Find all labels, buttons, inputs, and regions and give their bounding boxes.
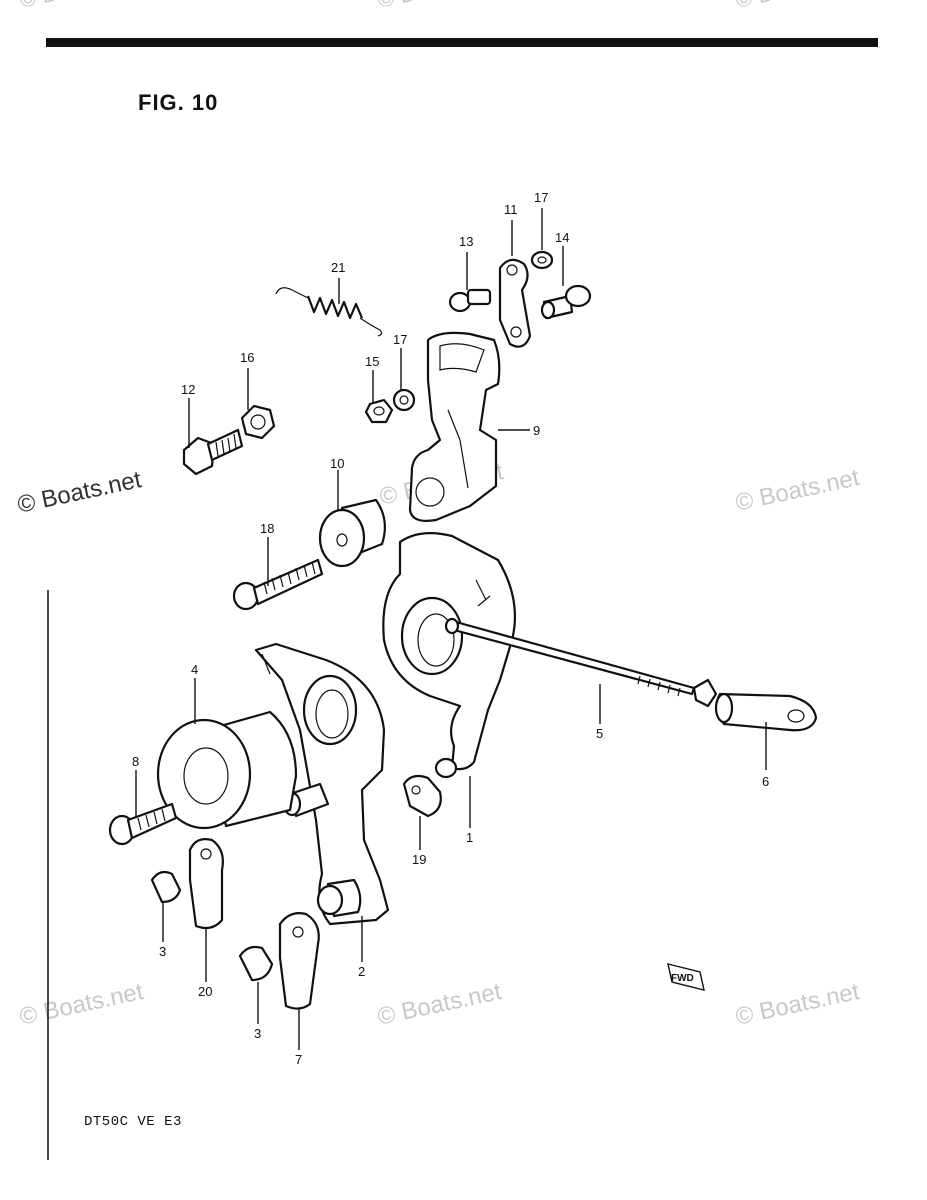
callout-4: 4 — [191, 662, 198, 677]
callout-6: 6 — [762, 774, 769, 789]
part-21-spring — [275, 287, 383, 337]
callout-20: 20 — [198, 984, 212, 999]
part-20-boot — [188, 838, 224, 930]
callout-13: 13 — [459, 234, 473, 249]
part-19-clip — [402, 774, 442, 818]
callout-10: 10 — [330, 456, 344, 471]
callout-5: 5 — [596, 726, 603, 741]
callouts: 21 13 11 17 14 17 15 16 12 10 18 9 4 5 6… — [132, 190, 769, 1067]
callout-2: 2 — [358, 964, 365, 979]
part-4-flanged-bushing — [156, 710, 298, 830]
callout-17-lower: 17 — [393, 332, 407, 347]
part-16-nut — [240, 404, 276, 440]
top-border-bar — [46, 38, 878, 47]
part-13-ball-stud — [448, 288, 492, 313]
callout-15: 15 — [365, 354, 379, 369]
callout-8: 8 — [132, 754, 139, 769]
callout-3-lower: 3 — [254, 1026, 261, 1041]
part-6-rod-end — [714, 692, 818, 732]
callout-12: 12 — [181, 382, 195, 397]
part-1-cam-lever — [382, 531, 517, 779]
fwd-mark: FWD — [667, 963, 705, 991]
part-8-screw — [108, 802, 178, 846]
callout-11: 11 — [504, 202, 518, 217]
callout-14: 14 — [555, 230, 569, 245]
callout-7: 7 — [295, 1052, 302, 1067]
callout-1: 1 — [466, 830, 473, 845]
leader-lines — [135, 208, 767, 1050]
part-7-boot — [278, 912, 320, 1010]
part-14-bolt — [540, 284, 592, 320]
part-17-washer-lower — [392, 388, 416, 412]
part-2-lever-plate — [254, 642, 390, 926]
fwd-text: FWD — [671, 973, 694, 984]
part-5-rod — [444, 617, 718, 708]
part-3-cap-lower — [238, 945, 274, 982]
callout-21: 21 — [331, 260, 345, 275]
callout-19: 19 — [412, 852, 426, 867]
part-9-bracket — [408, 331, 501, 522]
callout-18: 18 — [260, 521, 274, 536]
callout-3-upper: 3 — [159, 944, 166, 959]
part-18-screw — [232, 558, 324, 611]
part-15-nut — [364, 398, 394, 424]
callout-16: 16 — [240, 350, 254, 365]
callout-9: 9 — [533, 423, 540, 438]
model-label: DT50C VE E3 — [84, 1114, 182, 1130]
callout-17-top: 17 — [534, 190, 548, 205]
part-11-link — [498, 258, 532, 348]
part-10-bushing — [318, 498, 387, 568]
figure-title: FIG. 10 — [138, 90, 219, 115]
part-17-washer-top — [530, 250, 554, 270]
part-12-bolt — [182, 428, 244, 476]
part-3-cap-upper — [150, 870, 182, 904]
